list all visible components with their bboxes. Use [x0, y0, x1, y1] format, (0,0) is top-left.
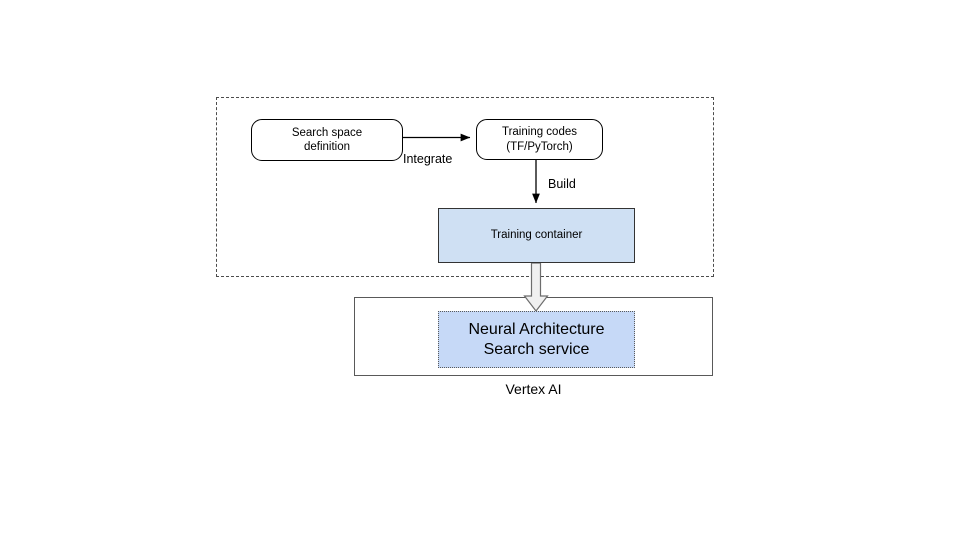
build-edge-label: Build: [548, 177, 576, 191]
neural-architecture-search-service-label: Neural Architecture Search service: [468, 320, 605, 358]
neural-architecture-search-service-box[interactable]: Neural Architecture Search service: [438, 311, 635, 368]
training-container-label: Training container: [490, 229, 583, 242]
vertex-ai-label: Vertex AI: [505, 381, 562, 397]
integrate-edge-label: Integrate: [403, 152, 453, 166]
dashed-boundary-region: [216, 97, 714, 277]
training-codes-label: Training codes (TF/PyTorch): [501, 126, 577, 153]
search-space-definition-box[interactable]: Search space definition: [251, 119, 403, 161]
training-container-box[interactable]: Training container: [438, 208, 635, 263]
training-codes-box[interactable]: Training codes (TF/PyTorch): [476, 119, 603, 160]
search-space-definition-label: Search space definition: [291, 126, 363, 153]
